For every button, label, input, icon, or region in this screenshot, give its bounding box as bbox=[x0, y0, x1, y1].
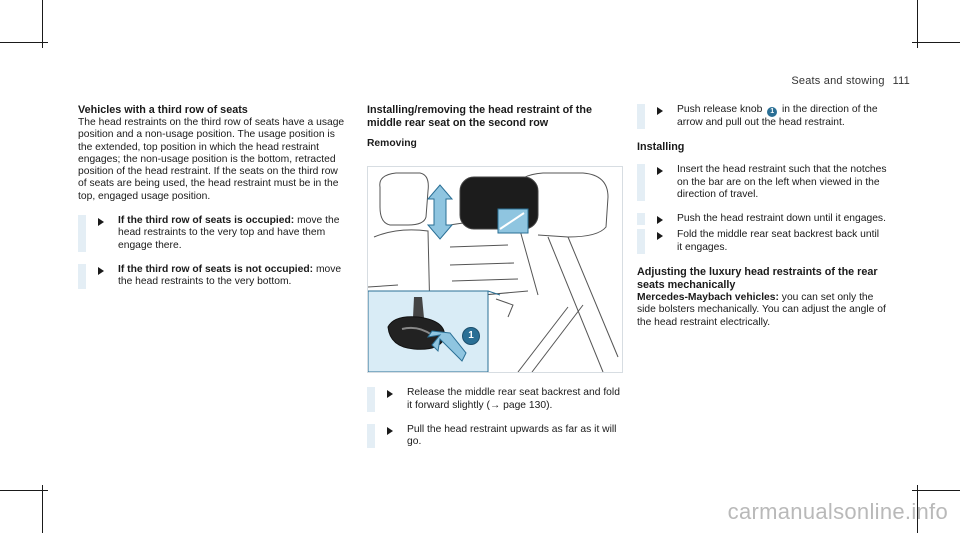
intro-paragraph: The head restraints on the third row of … bbox=[78, 117, 345, 202]
subheading-installing: Installing bbox=[637, 141, 685, 154]
instruction-step: If the third row of seats is occupied: m… bbox=[78, 215, 348, 252]
step-bar bbox=[78, 215, 86, 252]
column-2: Installing/removing the head restraint o… bbox=[367, 104, 623, 460]
step-text: Pull the head restraint upwards as far a… bbox=[407, 423, 617, 448]
crop-mark bbox=[0, 42, 48, 43]
step-arrow-icon bbox=[657, 167, 663, 176]
step-text: Push the head restraint down until it en… bbox=[677, 213, 886, 225]
instruction-step: Fold the middle rear seat backrest back … bbox=[637, 229, 887, 255]
section-title: Seats and stowing bbox=[791, 75, 885, 87]
step-text: in the direction of the arrow and pull o… bbox=[677, 104, 878, 128]
step-arrow-icon bbox=[98, 266, 104, 275]
step-arrow-icon bbox=[657, 107, 663, 115]
seat-drawing bbox=[368, 172, 619, 373]
step-bar bbox=[367, 387, 375, 412]
instruction-step: Release the middle rear seat backrest an… bbox=[367, 387, 623, 412]
step-bar bbox=[637, 164, 645, 202]
callout-badge: 1 bbox=[462, 327, 480, 346]
instruction-step: Pull the head restraint upwards as far a… bbox=[367, 423, 623, 449]
step-text: Push release knob bbox=[677, 104, 766, 115]
step-lead: If the third row of seats is not occupie… bbox=[118, 263, 314, 275]
crop-mark bbox=[912, 42, 960, 43]
step-text: Release the middle rear seat backrest an… bbox=[407, 387, 620, 411]
instruction-step: Push the head restraint down until it en… bbox=[637, 213, 887, 226]
step-bar bbox=[637, 229, 645, 255]
crop-mark bbox=[42, 0, 43, 48]
instruction-step: Insert the head restraint such that the … bbox=[637, 164, 887, 202]
step-text: move the head restraints to the very top… bbox=[118, 215, 340, 251]
section-heading: Installing/removing the head restraint o… bbox=[367, 104, 592, 129]
crop-mark bbox=[917, 485, 918, 533]
section-heading: Adjusting the luxury head restraints of … bbox=[637, 266, 878, 292]
instruction-step: If the third row of seats is not occupie… bbox=[78, 263, 348, 289]
page-number: 111 bbox=[892, 75, 910, 87]
crop-mark bbox=[912, 490, 960, 491]
subheading-removing: Removing bbox=[367, 138, 417, 149]
step-arrow-icon bbox=[98, 218, 104, 227]
step-bar bbox=[637, 104, 645, 130]
column-1: Vehicles with a third row of seats The h… bbox=[78, 104, 348, 301]
watermark: carmanualsonline.info bbox=[727, 499, 948, 524]
paragraph-lead: Mercedes-Maybach vehicles: bbox=[637, 292, 779, 304]
step-bar bbox=[367, 423, 375, 449]
step-arrow-icon bbox=[387, 426, 393, 435]
page-header: Seats and stowing 111 bbox=[791, 75, 910, 87]
step-bar bbox=[637, 213, 645, 226]
instruction-step: Push release knob 1 in the direction of … bbox=[637, 104, 887, 130]
column-3: Push release knob 1 in the direction of … bbox=[637, 104, 887, 341]
step-arrow-icon bbox=[657, 216, 663, 225]
step-arrow-icon bbox=[657, 232, 663, 241]
step-lead: If the third row of seats is occupied: bbox=[118, 215, 295, 227]
step-text: Fold the middle rear seat backrest back … bbox=[677, 229, 880, 253]
step-text: move the head restraints to the very bot… bbox=[118, 263, 342, 288]
step-bar bbox=[78, 263, 86, 289]
crop-mark bbox=[42, 485, 43, 533]
maybach-paragraph: Mercedes-Maybach vehicles: you can set o… bbox=[637, 292, 887, 329]
callout-badge: 1 bbox=[767, 107, 778, 117]
crop-mark bbox=[0, 490, 48, 491]
section-heading: Vehicles with a third row of seats bbox=[78, 104, 248, 116]
crop-mark bbox=[917, 0, 918, 48]
head-restraint-illustration: 1 bbox=[367, 166, 623, 374]
step-arrow-icon bbox=[387, 390, 393, 399]
paragraph-text: you can set only the side bolsters mecha… bbox=[637, 292, 886, 328]
step-text: Insert the head restraint such that the … bbox=[677, 164, 887, 200]
